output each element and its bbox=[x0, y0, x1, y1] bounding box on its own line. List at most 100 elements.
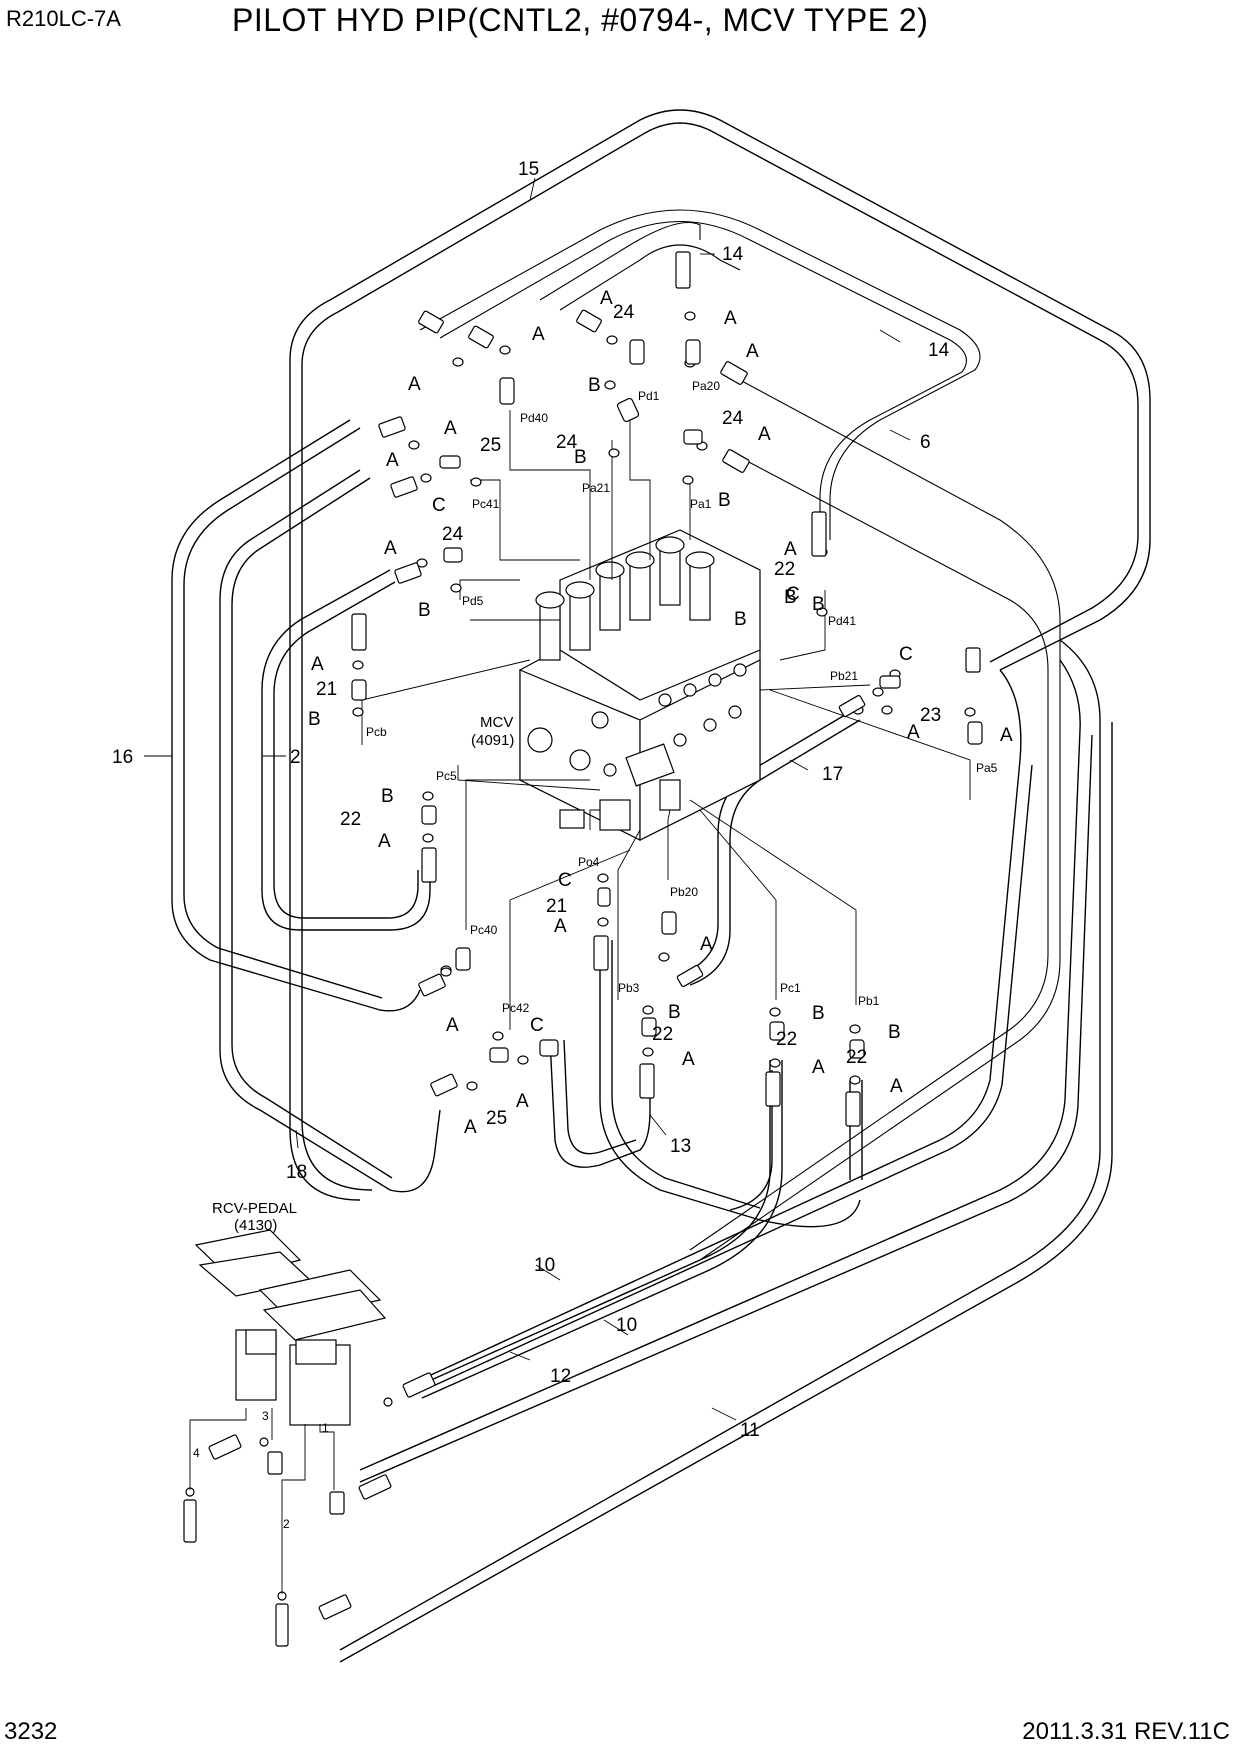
callout-label: A bbox=[554, 916, 567, 937]
pedal-port-label: 4 bbox=[193, 1446, 200, 1460]
mcv-valve-block bbox=[519, 529, 761, 841]
port-label: Po4 bbox=[578, 855, 600, 869]
port-label: Pb3 bbox=[618, 981, 640, 995]
callout-label: 24 bbox=[556, 432, 578, 453]
rcv-pedal-label: RCV-PEDAL bbox=[212, 1200, 297, 1217]
callout-label: A bbox=[812, 1057, 825, 1078]
callout-label: 2 bbox=[290, 747, 301, 768]
pedal-port-label: 3 bbox=[262, 1409, 269, 1423]
hose-14 bbox=[419, 209, 981, 540]
port-label: Pcb bbox=[366, 725, 387, 739]
callout-label: 18 bbox=[286, 1162, 307, 1183]
callout-label: 6 bbox=[920, 432, 931, 453]
callout-label: A bbox=[384, 538, 397, 559]
callout-label: 17 bbox=[822, 764, 843, 785]
callout-label: B bbox=[784, 587, 797, 608]
callout-label: A bbox=[1000, 725, 1013, 746]
port-label: Pa21 bbox=[582, 481, 610, 495]
callout-label: 25 bbox=[480, 435, 501, 456]
callout-label: B bbox=[734, 609, 747, 630]
leader-lines bbox=[361, 410, 971, 1030]
callout-label: 21 bbox=[316, 679, 337, 700]
callout-label: A bbox=[311, 654, 324, 675]
hose-18 bbox=[219, 469, 441, 1193]
callout-label: 15 bbox=[518, 159, 539, 180]
callout-label: B bbox=[812, 1003, 825, 1024]
callout-label: 16 bbox=[112, 747, 133, 768]
callout-label: A bbox=[700, 934, 713, 955]
rcv-pedal bbox=[183, 1229, 393, 1647]
port-label: Pb21 bbox=[830, 669, 858, 683]
callout-label: C bbox=[432, 495, 446, 516]
hose-2 bbox=[261, 569, 431, 931]
callout-label: 11 bbox=[740, 1420, 760, 1441]
pedal-port-label: 2 bbox=[283, 1517, 290, 1531]
callout-label: A bbox=[532, 324, 545, 345]
hose-15 bbox=[289, 109, 1151, 1201]
hose-13 bbox=[549, 1039, 651, 1168]
callout-label: A bbox=[408, 374, 421, 395]
port-label: Pc42 bbox=[502, 1001, 530, 1015]
callout-label: C bbox=[899, 644, 913, 665]
callout-label: B bbox=[888, 1022, 901, 1043]
port-label: Pd41 bbox=[828, 614, 856, 628]
callout-label: A bbox=[907, 722, 920, 743]
mcv-label: MCV bbox=[480, 714, 513, 731]
port-label: Pd5 bbox=[462, 594, 484, 608]
hose-6 bbox=[699, 379, 1061, 1261]
callout-label: A bbox=[446, 1015, 459, 1036]
port-labels: Pd1Pa20Pd40Pa21Pa1Pc41Pd5Pd41Pb21PcbPc5P… bbox=[366, 379, 998, 1015]
callout-label: A bbox=[378, 831, 391, 852]
callout-label: A bbox=[758, 424, 771, 445]
callout-label: 22 bbox=[652, 1024, 673, 1045]
port-label: Pb1 bbox=[858, 994, 880, 1008]
callout-label: 13 bbox=[670, 1136, 691, 1157]
callout-label: A bbox=[746, 341, 759, 362]
callout-label: B bbox=[812, 594, 825, 615]
callout-label: A bbox=[464, 1117, 477, 1138]
callout-label: A bbox=[386, 450, 399, 471]
callout-label: B bbox=[718, 490, 731, 511]
hose-16 bbox=[171, 419, 421, 1012]
hose-10 bbox=[419, 669, 1022, 1381]
callout-label: 25 bbox=[486, 1108, 507, 1129]
callout-label: A bbox=[444, 418, 457, 439]
port-label: Pb20 bbox=[670, 885, 698, 899]
port-label: Pc1 bbox=[780, 981, 801, 995]
port-label: Pc40 bbox=[470, 923, 498, 937]
callout-label: A bbox=[890, 1076, 903, 1097]
fittings bbox=[208, 251, 983, 1620]
callout-label: 10 bbox=[616, 1315, 637, 1336]
callout-label: 23 bbox=[920, 705, 941, 726]
callout-label: 12 bbox=[550, 1366, 571, 1387]
callout-label: 22 bbox=[776, 1029, 797, 1050]
callout-label: 24 bbox=[442, 524, 464, 545]
hose-ends bbox=[208, 251, 981, 1620]
callout-label: 22 bbox=[340, 809, 361, 830]
callout-label: 14 bbox=[928, 340, 950, 361]
callout-label: B bbox=[381, 786, 394, 807]
pedal-port-label: 1 bbox=[322, 1421, 329, 1435]
callout-label: B bbox=[668, 1002, 681, 1023]
mcv-ref: (4091) bbox=[471, 732, 514, 749]
callout-label: 22 bbox=[846, 1047, 867, 1068]
callout-label: B bbox=[588, 375, 601, 396]
port-label: Pc41 bbox=[472, 497, 500, 511]
callout-leaders bbox=[144, 177, 911, 1421]
callout-label: B bbox=[574, 447, 587, 468]
port-label: Pa20 bbox=[692, 379, 720, 393]
callout-label: 24 bbox=[613, 302, 635, 323]
port-label: Pc5 bbox=[436, 769, 457, 783]
revision-date: 2011.3.31 REV.11C bbox=[1022, 1718, 1230, 1745]
callout-label: 22 bbox=[774, 559, 795, 580]
pedal-port-labels: 4 3 1 2 bbox=[193, 1409, 329, 1531]
callout-label: 24 bbox=[722, 408, 744, 429]
port-label: Pd40 bbox=[520, 411, 548, 425]
port-label: Pa5 bbox=[976, 761, 998, 775]
page-number: 3232 bbox=[4, 1718, 58, 1745]
callout-label: A bbox=[724, 308, 737, 329]
callout-label: 21 bbox=[546, 896, 567, 917]
callout-label: B bbox=[418, 600, 431, 621]
